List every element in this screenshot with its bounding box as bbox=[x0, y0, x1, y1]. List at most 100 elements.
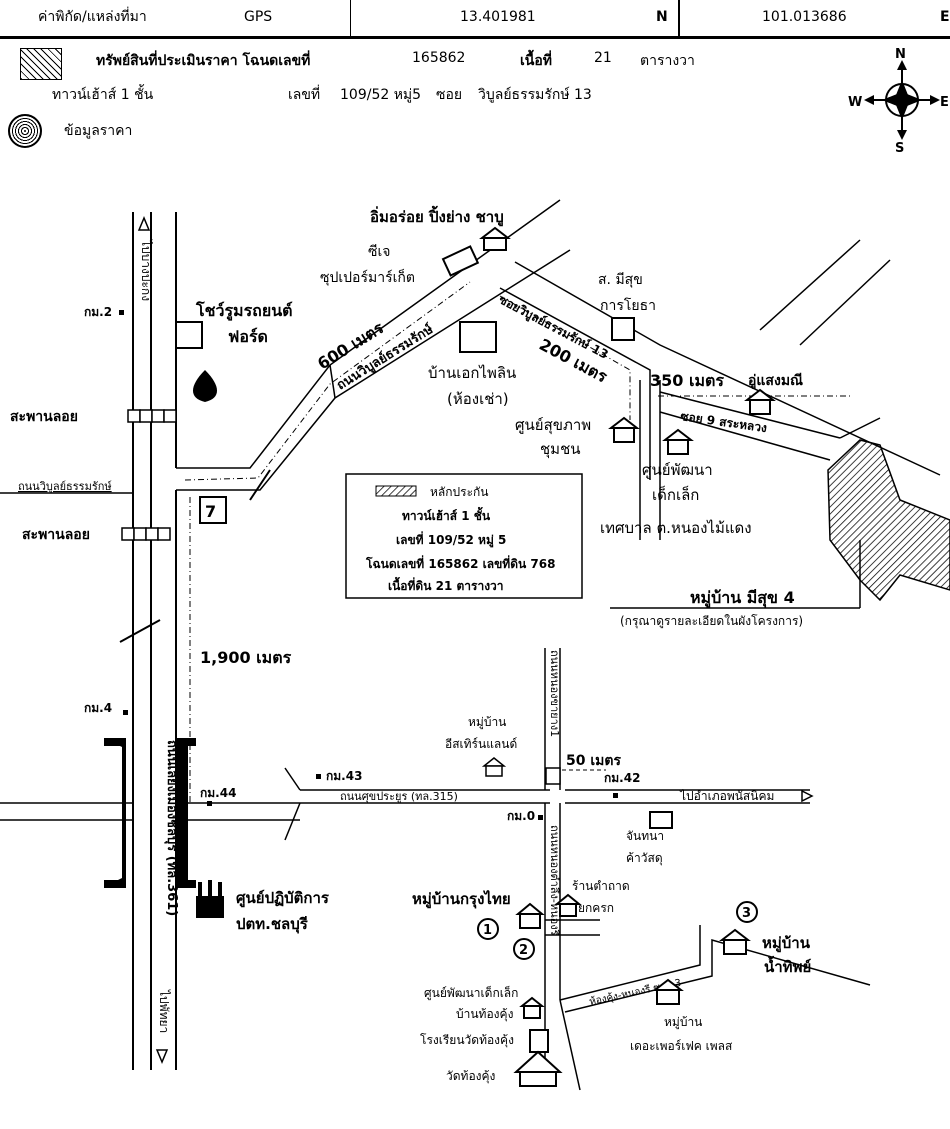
apartment-icon bbox=[459, 321, 497, 353]
legend-price-info: ข้อมูลราคา bbox=[64, 123, 133, 139]
km44-label: กม.44 bbox=[200, 786, 236, 800]
ford-label-1: โชว์รูมรถยนต์ bbox=[195, 300, 293, 322]
collateral-line2: เลขที่ 109/52 หมู่ 5 bbox=[396, 531, 506, 548]
svg-text:7: 7 bbox=[205, 502, 216, 521]
legend-house-no: 109/52 หมู่5 bbox=[340, 87, 422, 103]
village-icon bbox=[515, 902, 545, 929]
traffic-light-icon bbox=[545, 767, 561, 785]
legend-area-value: 21 bbox=[594, 50, 612, 66]
house-icon bbox=[479, 226, 511, 251]
health-label-2: ชุมชน bbox=[540, 440, 581, 459]
legend-house-no-label: เลขที่ bbox=[288, 87, 321, 103]
namthip-label-1: หมู่บ้าน bbox=[762, 934, 811, 953]
road-soi13 bbox=[499, 239, 941, 540]
child-center-label-1: ศูนย์พัฒนา bbox=[642, 461, 713, 479]
legend-area-label: เนื้อที่ bbox=[520, 53, 552, 69]
dist-50: 50 เมตร bbox=[566, 753, 621, 769]
marker-1-label: 1 bbox=[483, 923, 492, 938]
house-icon bbox=[608, 416, 640, 443]
shop-label-2: ยกครก bbox=[578, 901, 614, 915]
marker-1 bbox=[477, 918, 499, 940]
km42-label: กม.42 bbox=[604, 771, 640, 785]
legend-soi-label: ซอย bbox=[436, 87, 463, 103]
perfect-label-1: หมู่บ้าน bbox=[664, 1015, 702, 1030]
road-nhongdaeng-label: ถนนหนองตำลึง-หนองรี bbox=[548, 825, 561, 936]
legend-property-text: ทรัพย์สินที่ประเมินราคา โฉนดเลขที่ bbox=[96, 53, 311, 69]
compass-w: W bbox=[848, 95, 862, 110]
namthip-label-2: น้ำทิพย์ bbox=[764, 955, 811, 976]
longitude-dir: E bbox=[940, 9, 950, 25]
km0-label: กม.0 bbox=[507, 809, 535, 823]
legend-deed-no: 165862 bbox=[412, 50, 466, 66]
collateral-title: หลักประกัน bbox=[430, 485, 489, 499]
road-namthip bbox=[559, 925, 871, 1013]
factory-icon bbox=[196, 880, 224, 918]
cj-label-1: ซีเจ bbox=[368, 244, 391, 260]
collateral-line3: โฉนดเลขที่ 165862 เลขที่ดิน 768 bbox=[365, 555, 555, 571]
road-315-label: ถนนศุขประยูร (ทล.315) bbox=[340, 790, 458, 803]
clinic-label-2: การโยธา bbox=[600, 297, 656, 314]
highway-361-bridge bbox=[104, 738, 196, 888]
village-misuk-plan bbox=[827, 439, 950, 602]
health-label-1: ศูนย์สุขภาพ bbox=[515, 416, 591, 435]
perfect-label-2: เดอะเพอร์เฟค เพลส bbox=[630, 1039, 733, 1053]
compass-icon bbox=[864, 60, 940, 140]
bridge-icon bbox=[121, 527, 171, 541]
childcenter-label-2: บ้านท้องคุ้ง bbox=[456, 1007, 513, 1022]
showroom-icon bbox=[175, 321, 203, 349]
coord-source: GPS bbox=[244, 9, 273, 25]
dist-1900: 1,900 เมตร bbox=[200, 648, 292, 667]
ptt-label-2: ปตท.ชลบุรี bbox=[236, 915, 309, 934]
km2-label: กม.2 bbox=[84, 305, 112, 319]
coord-label: ค่าพิกัด/แหล่งที่มา bbox=[38, 9, 147, 25]
bridge-label-2: สะพานลอย bbox=[22, 527, 90, 543]
compass-s: S bbox=[895, 141, 904, 156]
house-icon bbox=[554, 893, 582, 917]
km4-label: กม.4 bbox=[84, 701, 112, 715]
marker-2-label: 2 bbox=[519, 943, 528, 958]
coordinate-header: ค่าพิกัด/แหล่งที่มา GPS 13.401981 N 101.… bbox=[0, 0, 950, 39]
road-wibun-label: ถนนวิบูลย์ธรรมรักษ์ bbox=[18, 480, 112, 493]
cj-label-2: ซุปเปอร์มาร์เก็ต bbox=[320, 268, 415, 286]
latitude-value: 13.401981 bbox=[460, 9, 536, 25]
compass-n: N bbox=[895, 47, 906, 62]
house-icon bbox=[662, 428, 694, 455]
eastern-label-2: อีสเทิร์นแลนด์ bbox=[445, 737, 517, 751]
to-phanat-label: ไปอำเภอพนัสนิคม bbox=[679, 789, 774, 803]
km43-label: กม.43 bbox=[326, 769, 362, 783]
dist-350: 350 เมตร bbox=[650, 371, 724, 390]
road-to-pattaya: ไปพัทยา bbox=[157, 989, 171, 1033]
usaeng-label: อู่แสงมณี bbox=[748, 373, 803, 389]
legend-price-icon bbox=[8, 114, 42, 148]
road-315 bbox=[0, 767, 810, 841]
school-label: โรงเรียนวัดท้องคุ้ง bbox=[420, 1033, 514, 1048]
longitude-value: 101.013686 bbox=[762, 9, 847, 25]
krungthai-label: หมู่บ้านกรุงไทย bbox=[412, 889, 511, 909]
marker-3-label: 3 bbox=[742, 906, 751, 921]
road-nhongkhon-label: ถนนหนองขายาง1 bbox=[548, 650, 561, 737]
house-icon bbox=[744, 388, 776, 415]
store-icon bbox=[649, 811, 673, 829]
chanthana-label-2: ค้าวัสดุ bbox=[626, 851, 663, 866]
house-icon bbox=[519, 996, 545, 1019]
temple-icon bbox=[513, 1050, 563, 1087]
restaurant-label: อิ่มอร่อย ปิ้งย่าง ชาบู bbox=[370, 205, 504, 227]
main-road-left bbox=[132, 212, 177, 1070]
apartment-label-1: บ้านเอกไพลิน bbox=[428, 364, 516, 382]
temple-label: วัดท้องคุ้ง bbox=[446, 1069, 495, 1084]
marker-2 bbox=[513, 938, 535, 960]
marker-3 bbox=[736, 901, 758, 923]
village-icon bbox=[652, 978, 684, 1005]
municipal-label: เทศบาล ต.หนองไม้แดง bbox=[600, 519, 752, 537]
legend-house-type: ทาวน์เฮ้าส์ 1 ชั้น bbox=[52, 87, 154, 103]
gas-drop-icon bbox=[192, 370, 218, 402]
collateral-line4: เนื้อที่ดิน 21 ตารางวา bbox=[388, 576, 504, 593]
ford-label-2: ฟอร์ด bbox=[228, 327, 268, 346]
road-to-bangpakong: ไปบางปะกง bbox=[139, 239, 153, 301]
child-center-label-2: เด็กเล็ก bbox=[652, 485, 699, 504]
village-misuk-note: (กรุณาดูรายละเอียดในผังโครงการ) bbox=[620, 614, 803, 629]
compass-e: E bbox=[940, 95, 949, 110]
shop-label-1: ร้านตำถาด bbox=[572, 879, 630, 893]
convenience-store-icon bbox=[199, 496, 227, 524]
